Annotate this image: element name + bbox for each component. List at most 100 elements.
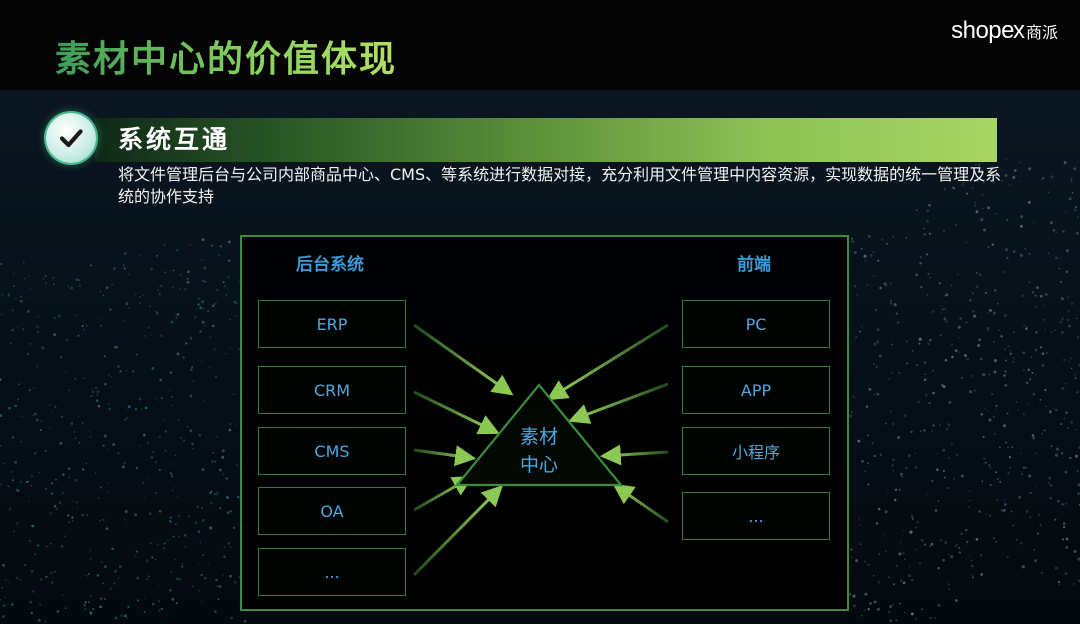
background-particle — [8, 406, 11, 410]
background-particle — [960, 532, 963, 535]
background-particle — [889, 282, 892, 285]
background-particle — [195, 308, 198, 310]
background-particle — [941, 305, 943, 307]
background-particle — [163, 244, 166, 246]
background-particle — [1035, 331, 1038, 334]
background-particle — [974, 389, 976, 392]
background-particle — [1042, 176, 1045, 179]
background-particle — [885, 550, 887, 552]
background-particle — [29, 297, 32, 299]
background-particle — [203, 400, 205, 402]
background-particle — [905, 362, 909, 365]
background-particle — [82, 328, 85, 331]
background-particle — [951, 355, 954, 359]
background-particle — [1020, 215, 1023, 219]
background-particle — [878, 354, 882, 358]
background-particle — [8, 582, 10, 584]
background-particle — [992, 537, 995, 540]
background-particle — [1007, 472, 1010, 475]
background-particle — [158, 509, 162, 513]
background-particle — [864, 609, 866, 611]
background-particle — [866, 462, 869, 465]
background-particle — [119, 565, 122, 568]
background-particle — [213, 493, 216, 496]
background-particle — [124, 524, 127, 527]
background-particle — [950, 284, 953, 287]
background-particle — [159, 334, 163, 338]
background-particle — [1006, 412, 1009, 415]
background-particle — [996, 302, 999, 305]
background-particle — [1004, 384, 1008, 387]
background-particle — [120, 614, 124, 618]
background-particle — [954, 544, 957, 547]
background-particle — [999, 480, 1002, 483]
background-particle — [172, 489, 174, 492]
background-particle — [952, 186, 954, 189]
background-particle — [865, 405, 869, 408]
background-particle — [35, 418, 39, 422]
background-particle — [857, 439, 861, 443]
background-particle — [980, 218, 984, 222]
background-particle — [124, 510, 128, 513]
background-particle — [903, 611, 906, 614]
background-particle — [911, 518, 914, 520]
background-particle — [30, 611, 34, 615]
background-particle — [226, 511, 230, 515]
background-particle — [928, 232, 931, 235]
background-particle — [982, 435, 985, 439]
background-particle — [164, 271, 166, 273]
background-particle — [909, 530, 913, 534]
background-particle — [189, 334, 191, 336]
background-particle — [54, 405, 57, 409]
checkmark-glyph — [59, 129, 83, 148]
left-node-more: ... — [258, 548, 406, 596]
background-particle — [905, 340, 908, 343]
background-particle — [948, 457, 950, 459]
background-particle — [48, 404, 51, 406]
background-particle — [176, 495, 178, 497]
background-particle — [934, 617, 936, 619]
background-particle — [0, 262, 3, 266]
background-particle — [930, 542, 934, 546]
background-particle — [1007, 344, 1010, 348]
background-particle — [944, 295, 946, 297]
background-particle — [887, 492, 889, 494]
background-particle — [1000, 169, 1003, 171]
background-particle — [200, 360, 203, 363]
background-particle — [1005, 158, 1007, 160]
background-particle — [192, 447, 194, 450]
background-particle — [150, 542, 152, 545]
background-particle — [899, 472, 903, 476]
background-particle — [45, 282, 47, 285]
background-particle — [172, 535, 175, 538]
background-particle — [229, 318, 232, 321]
background-particle — [237, 495, 240, 499]
background-particle — [890, 371, 893, 374]
background-particle — [214, 302, 217, 305]
background-particle — [1003, 499, 1006, 501]
background-particle — [149, 305, 151, 308]
background-particle — [901, 475, 904, 478]
background-particle — [1029, 491, 1032, 495]
background-particle — [52, 283, 55, 286]
background-particle — [105, 527, 109, 530]
background-particle — [50, 580, 54, 584]
background-particle — [203, 280, 207, 283]
background-particle — [224, 284, 227, 288]
background-particle — [201, 238, 205, 242]
background-particle — [60, 545, 64, 548]
background-particle — [1061, 386, 1065, 390]
background-particle — [1059, 280, 1063, 283]
background-particle — [202, 554, 205, 557]
background-particle — [148, 477, 150, 480]
background-particle — [167, 539, 169, 541]
background-particle — [19, 578, 22, 581]
background-particle — [1015, 538, 1018, 541]
background-particle — [34, 553, 37, 556]
background-particle — [186, 277, 189, 280]
background-particle — [958, 336, 960, 339]
background-particle — [989, 484, 992, 487]
background-particle — [1073, 167, 1077, 171]
background-particle — [160, 607, 163, 611]
background-particle — [875, 365, 878, 368]
